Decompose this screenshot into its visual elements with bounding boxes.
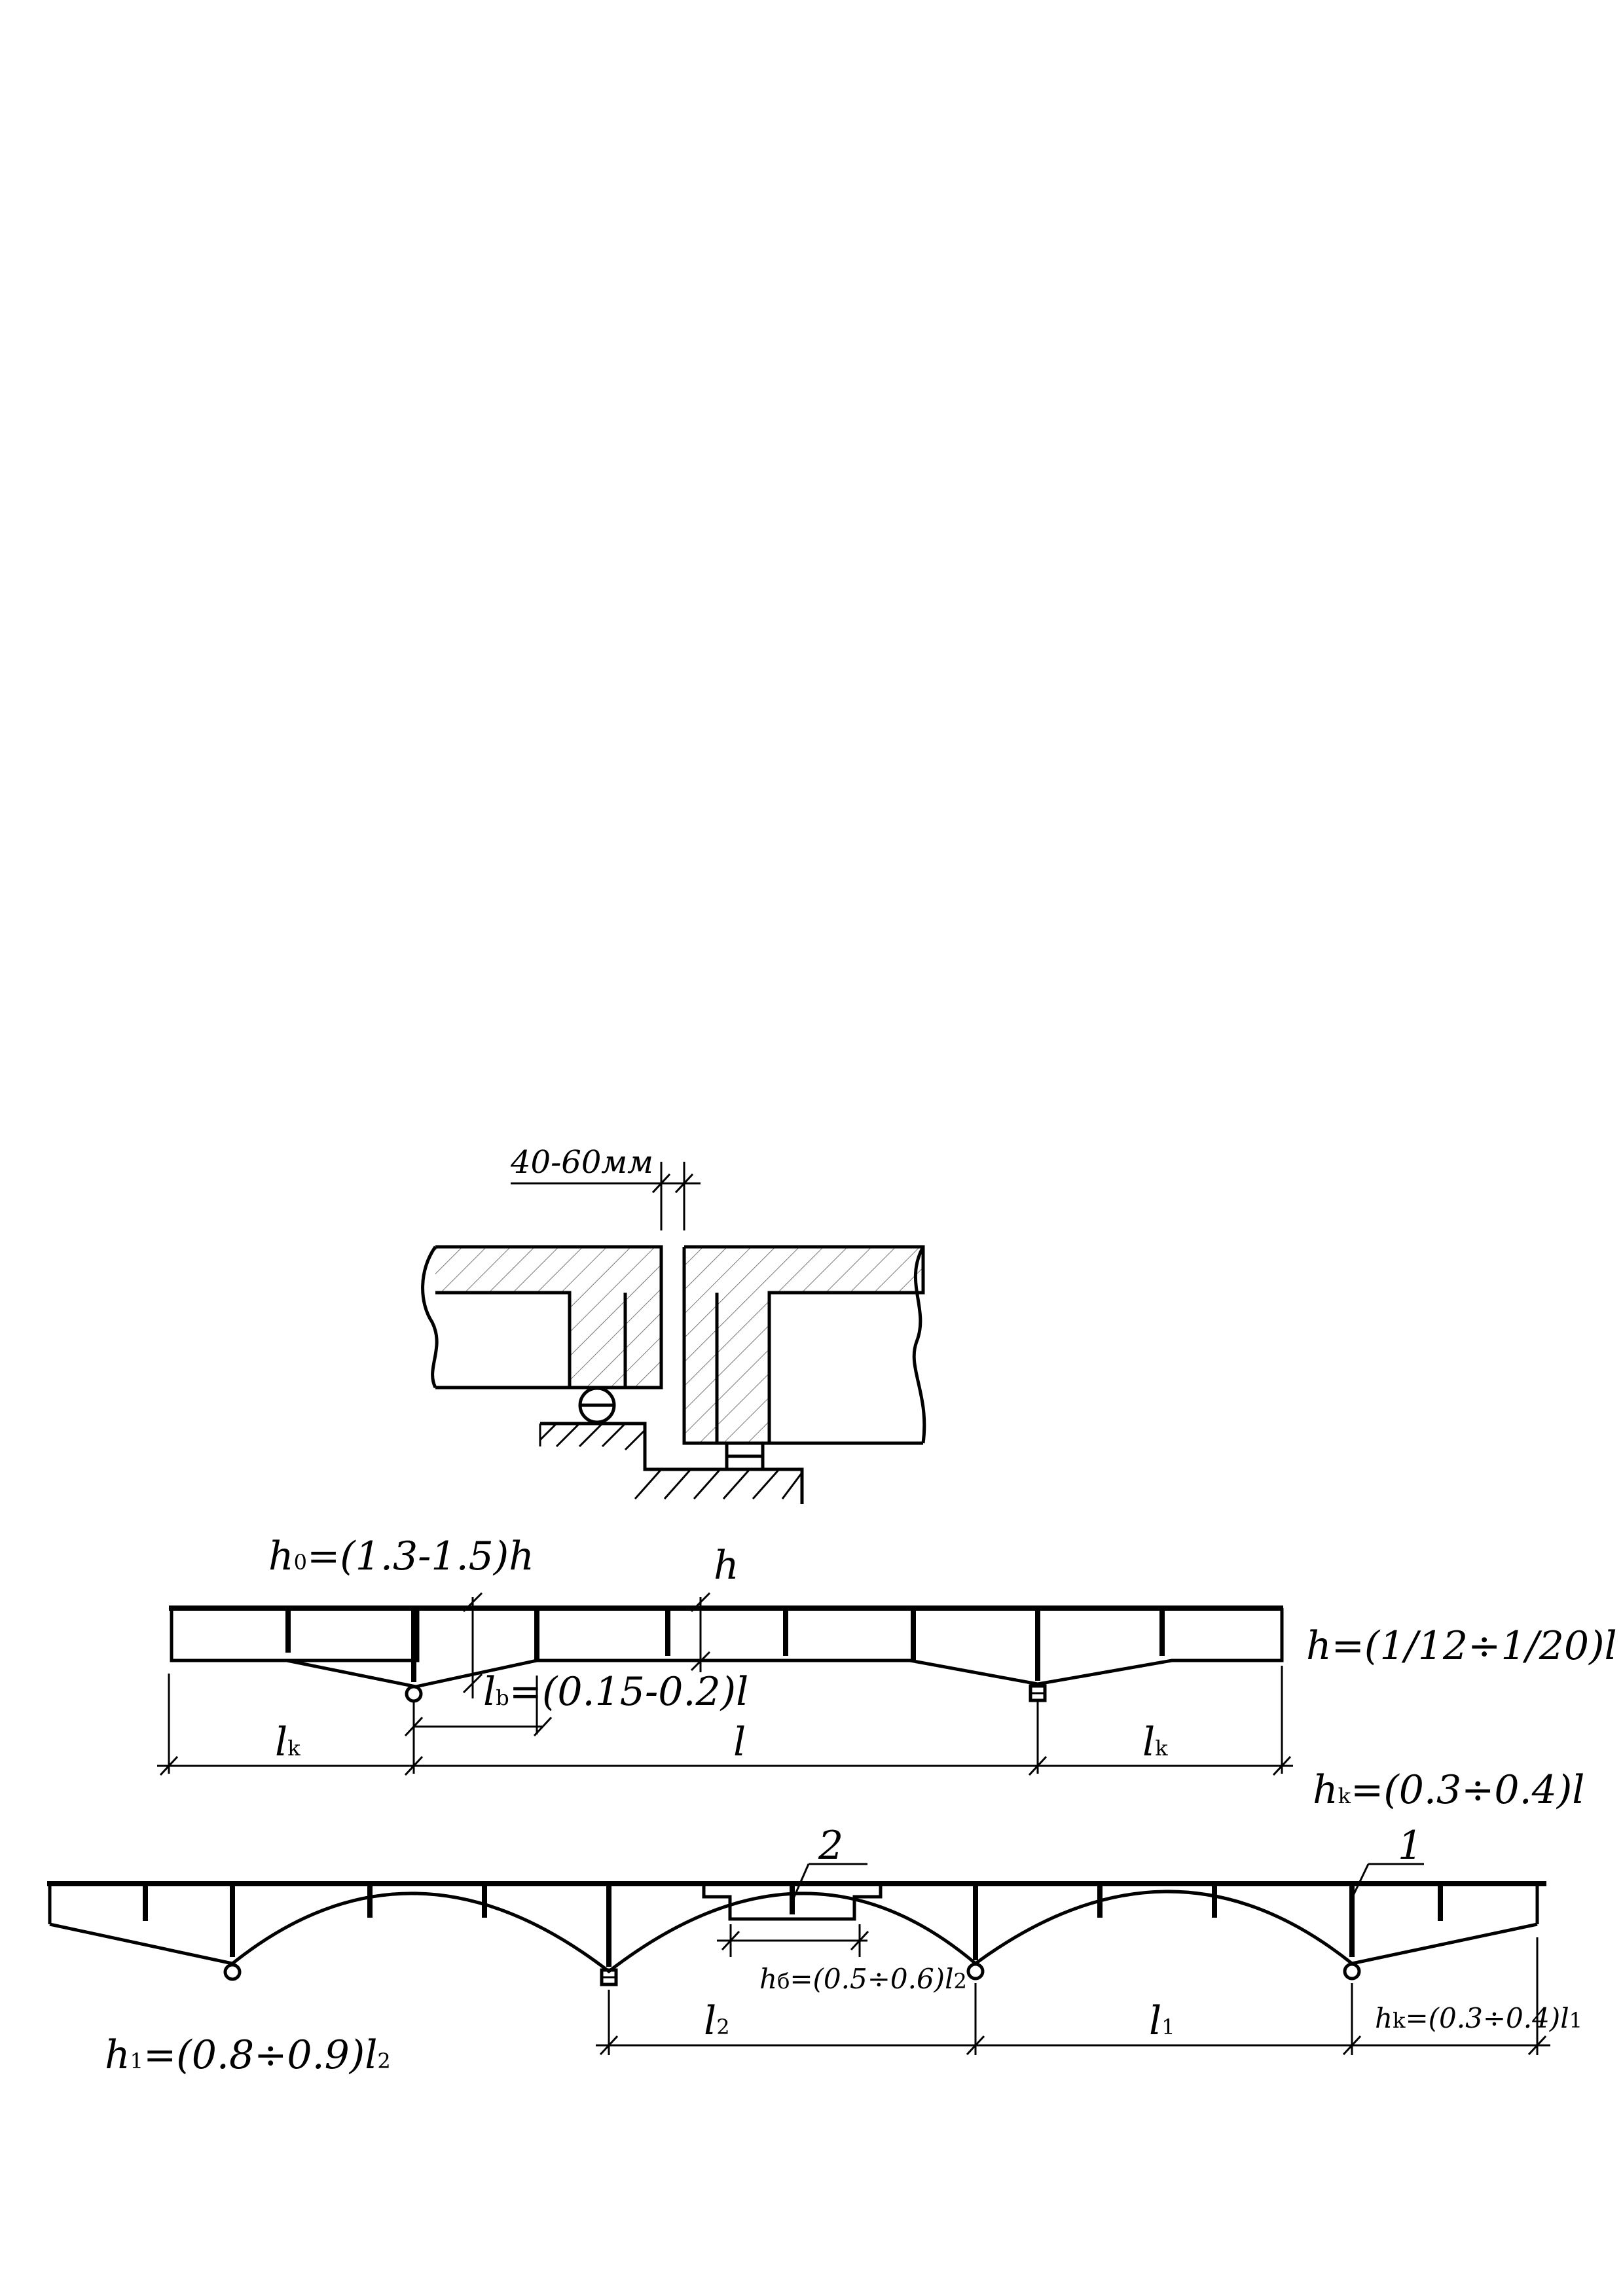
ground-hatch-upper [539,1422,646,1451]
hk-formula-2: hk=(0.3÷0.4)l1 [1375,2002,1582,2034]
h0-formula: h0=(1.3-1.5)h [268,1534,534,1579]
l1-label: l1 [1149,1998,1175,2044]
beam1-stiffeners [285,1608,1165,1682]
expansion-joint-detail: 40-60мм [421,1144,926,1504]
h-label: h [714,1543,739,1588]
h1-formula: h1=(0.8÷0.9)l2 [105,2032,391,2078]
marker-1: 1 [1398,1823,1423,1869]
arched-beam: 2 1 hб=(0.5÷0.6)l2 l2 l1 hk=(0.3÷0.4)l1 … [47,1823,1582,2078]
beam2-bearing-4 [1343,1962,1361,1981]
beam2-span-dimensions [596,1937,1550,2056]
lk-left-label: lk [275,1719,301,1765]
beam2-leaders [791,1863,1424,1902]
l-label: l [733,1719,746,1765]
left-girder-section [435,1247,661,1388]
cantilever-beam: h0=(1.3-1.5)h h h=(1/12÷1/20)l lb=(0.15-… [157,1534,1617,1813]
ground-hatch-lower [634,1469,803,1499]
beam1-left-bearing [405,1685,423,1703]
hk-formula-1: hk=(0.3÷0.4)l [1313,1767,1584,1813]
marker-2: 2 [818,1823,843,1869]
lk-right-label: lk [1142,1719,1168,1765]
beam2-bearing-1 [223,1963,242,1981]
hinge-insert [702,1884,883,1921]
right-girder-section [684,1247,923,1443]
hb-dimension [717,1924,869,1957]
l2-label: l2 [704,1998,730,2044]
h-formula: h=(1/12÷1/20)l [1306,1623,1617,1669]
gap-dimension [511,1162,701,1230]
hb-formula: hб=(0.5÷0.6)l2 [759,1963,967,1995]
lb-formula: lb=(0.15-0.2)l [483,1669,748,1715]
beam2-bearing-3 [966,1962,985,1981]
beam2-stiffeners [143,1884,1443,1967]
gap-label: 40-60мм [510,1144,653,1181]
beam1-bottom-chord [286,1608,1284,1689]
beam1-dimensions [157,1592,1293,1776]
